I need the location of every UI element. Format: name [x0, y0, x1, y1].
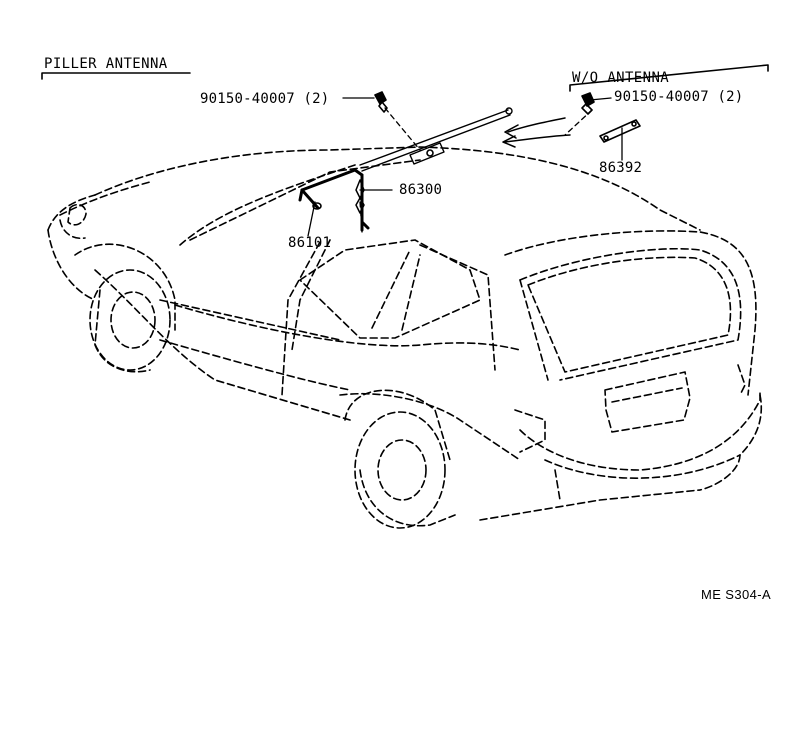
callout-screw-variant: 90150-40007 (2)	[614, 89, 744, 105]
variant-title: W/O ANTENNA	[572, 70, 670, 86]
callout-screw-main: 90150-40007 (2)	[200, 91, 330, 107]
screw-main-icon	[374, 91, 388, 113]
vehicle-body-outline	[47, 146, 763, 529]
callout-antenna: 86300	[399, 182, 443, 198]
section-title: PILLER ANTENNA	[44, 56, 168, 72]
antenna-rod	[359, 109, 509, 166]
cover-plate-icon	[599, 119, 641, 143]
direction-arrows	[502, 117, 571, 148]
callout-leaders	[307, 97, 623, 237]
figure-code: ME S304-A	[701, 587, 772, 602]
callout-cover: 86392	[599, 160, 643, 176]
leader-lines	[359, 107, 593, 233]
section-title-bracket	[41, 72, 191, 80]
screw-variant-icon	[581, 92, 595, 115]
callout-cable: 86101	[288, 235, 332, 251]
variant-title-bracket	[569, 64, 769, 92]
